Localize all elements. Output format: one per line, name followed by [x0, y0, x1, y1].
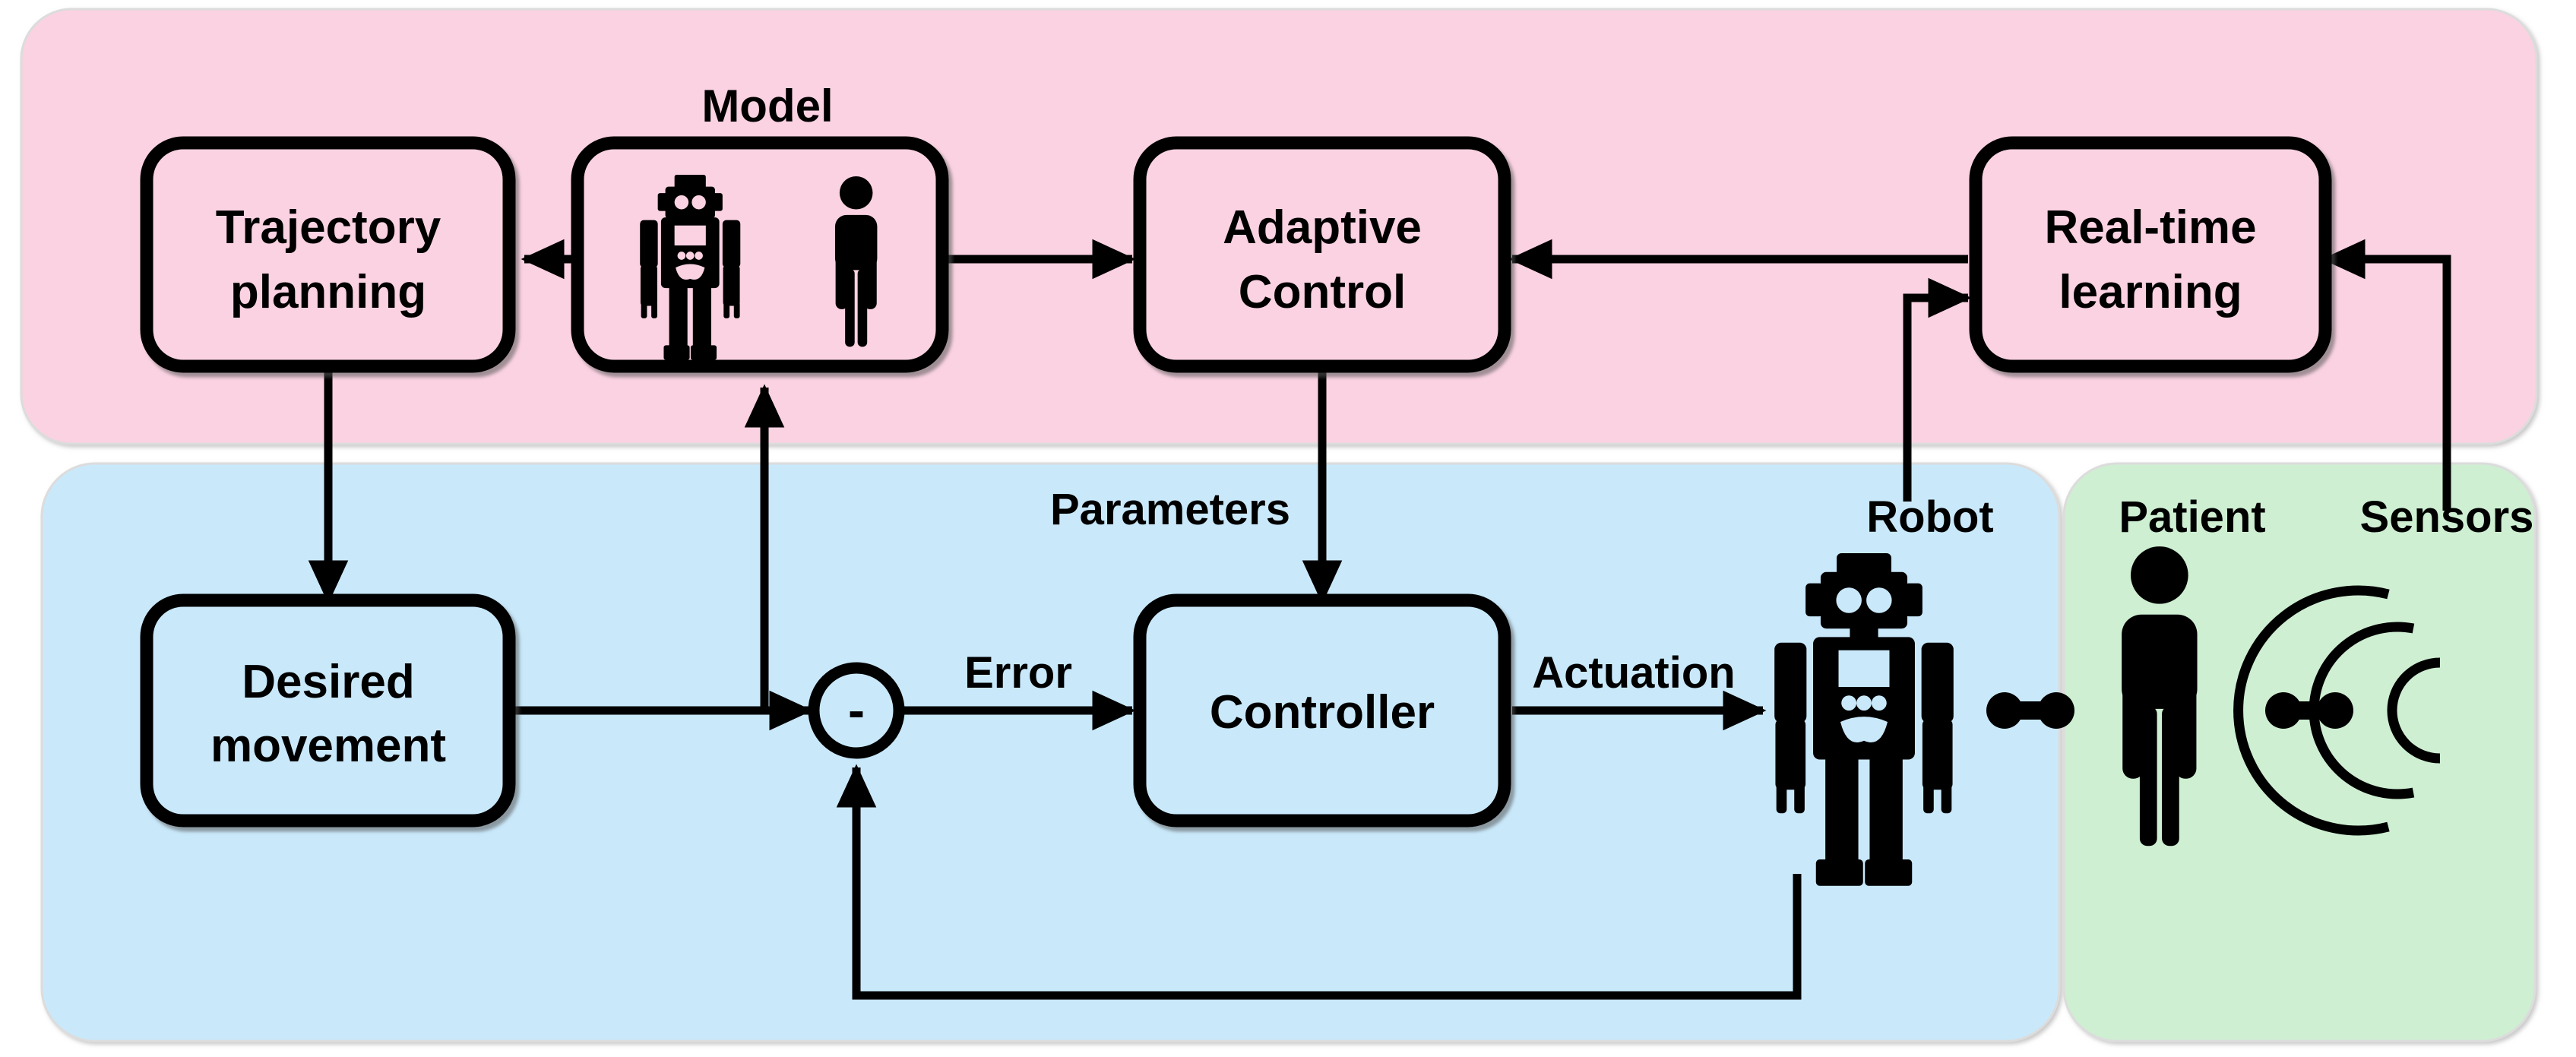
controller-label: Controller [1210, 686, 1435, 739]
summing-junction[interactable]: - [808, 662, 905, 759]
connection-robot-feedback-to-sum [836, 764, 1802, 1000]
box-model[interactable] [571, 136, 949, 373]
box-adaptive-control[interactable] [1133, 136, 1511, 373]
robot-icon-small [640, 175, 741, 360]
parameters-label: Parameters [1050, 485, 1290, 534]
panel-low-level [40, 462, 2061, 1043]
robot-label: Robot [1866, 492, 1994, 542]
box-desired-movement[interactable] [140, 593, 516, 828]
model-label: Model [701, 81, 833, 131]
real-time-learning-label-line2: learning [2059, 266, 2242, 318]
trajectory-planning-label-line2: planning [230, 266, 426, 318]
patient-label: Patient [2119, 492, 2265, 542]
sensors-label: Sensors [2360, 492, 2534, 542]
desired-movement-label-line1: Desired [242, 656, 414, 708]
panel-patient [2062, 462, 2536, 1043]
real-time-learning-label-line1: Real-time [2044, 201, 2256, 254]
desired-movement-label-line2: movement [210, 720, 446, 772]
link-connector-icon-robot-patient [1986, 692, 2074, 729]
box-real-time-learning[interactable] [1969, 136, 2332, 373]
trajectory-planning-label-line1: Trajectory [216, 201, 441, 254]
adaptive-control-label-line2: Control [1239, 266, 1406, 318]
sensor-waves-icon [2233, 585, 2441, 836]
adaptive-control-label-line1: Adaptive [1223, 201, 1422, 254]
connection-sensors-to-learning [2321, 239, 2451, 511]
robot-icon-large [1774, 553, 1954, 886]
box-controller[interactable] [1133, 593, 1511, 828]
link-connector-icon-patient-sensors [2265, 692, 2353, 729]
box-trajectory-planning[interactable] [140, 136, 516, 373]
actuation-label: Actuation [1532, 648, 1735, 698]
summing-junction-sign: - [848, 682, 865, 738]
connection-robot-to-learning [1903, 277, 1972, 502]
person-icon-small [834, 176, 878, 347]
person-icon-large [2122, 546, 2198, 847]
error-label: Error [964, 648, 1072, 698]
